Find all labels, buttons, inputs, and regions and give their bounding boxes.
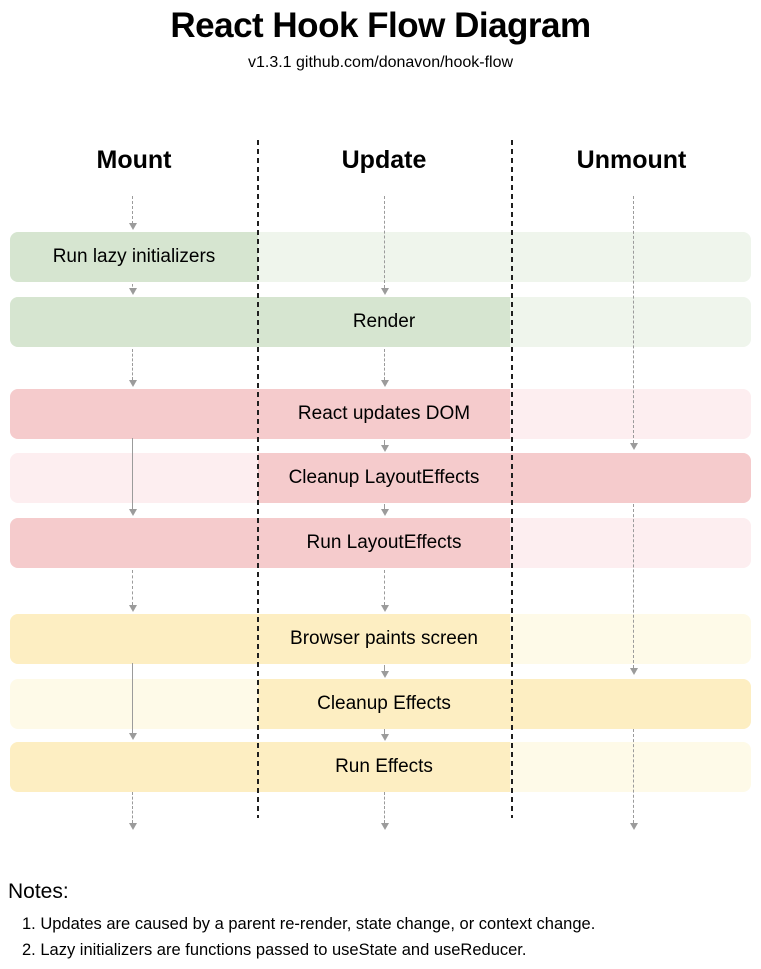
flow-line [384,792,385,823]
column-header-unmount: Unmount [576,146,687,174]
arrowhead-down-icon [629,443,638,450]
flow-line [384,504,385,509]
flow-line [384,440,385,445]
row-label: Run Effects [335,756,433,777]
flow-line [633,196,634,443]
flow-line [384,196,385,288]
column-divider [511,140,513,818]
flow-line [132,349,133,380]
flow-line [384,729,385,734]
arrowhead-down-icon [128,380,137,387]
row-run-lazy-initializers: Run lazy initializers [0,232,761,282]
row-active-segment [10,297,510,347]
row-browser-paints-screen: Browser paints screen [0,614,761,664]
arrowhead-down-icon [380,605,389,612]
notes-heading: Notes: [8,880,69,903]
flow-line [633,729,634,823]
row-label: Render [352,311,416,332]
arrowhead-down-icon [629,668,638,675]
column-header-update: Update [341,146,427,174]
note-item: 2. Lazy initializers are functions passe… [22,941,527,959]
flow-line-skip [132,663,133,733]
row-active-segment [10,614,510,664]
row-cleanup-effects: Cleanup Effects [0,679,761,729]
arrowhead-down-icon [380,734,389,741]
flow-line [384,665,385,671]
row-label: Run lazy initializers [52,246,216,267]
row-react-updates-dom: React updates DOM [0,389,761,439]
arrowhead-down-icon [128,605,137,612]
row-label: Cleanup LayoutEffects [288,467,480,488]
flow-line [132,196,133,224]
arrowhead-down-icon [380,380,389,387]
version-subtitle: v1.3.1 github.com/donavon/hook-flow [247,54,514,71]
column-divider [257,140,259,818]
row-run-layouteffects: Run LayoutEffects [0,518,761,568]
note-item: 1. Updates are caused by a parent re-ren… [22,915,596,933]
row-active-segment [10,518,510,568]
arrowhead-down-icon [380,288,389,295]
arrowhead-down-icon [128,288,137,295]
page-title: React Hook Flow Diagram [170,6,591,45]
row-active-segment [258,679,751,729]
arrowhead-down-icon [380,445,389,452]
column-header-mount: Mount [96,146,172,174]
flow-line [132,792,133,823]
arrowhead-down-icon [128,823,137,830]
row-active-segment [10,742,510,792]
row-active-segment [10,389,510,439]
row-active-segment [10,232,258,282]
flow-line [132,284,133,291]
row-label: Run LayoutEffects [306,532,462,553]
row-label: Browser paints screen [290,628,478,649]
flow-line [384,349,385,380]
arrowhead-down-icon [380,823,389,830]
arrowhead-down-icon [380,671,389,678]
arrowhead-down-icon [380,509,389,516]
flow-line [384,570,385,605]
arrowhead-down-icon [128,223,137,230]
flow-line [633,504,634,668]
row-active-segment [258,453,751,503]
row-run-effects: Run Effects [0,742,761,792]
arrowhead-down-icon [128,733,137,740]
flow-line [132,570,133,605]
row-cleanup-layouteffects: Cleanup LayoutEffects [0,453,761,503]
arrowhead-down-icon [629,823,638,830]
row-render: Render [0,297,761,347]
row-label: Cleanup Effects [317,693,451,714]
flow-line-skip [132,438,133,509]
row-label: React updates DOM [297,403,471,424]
arrowhead-down-icon [128,509,137,516]
